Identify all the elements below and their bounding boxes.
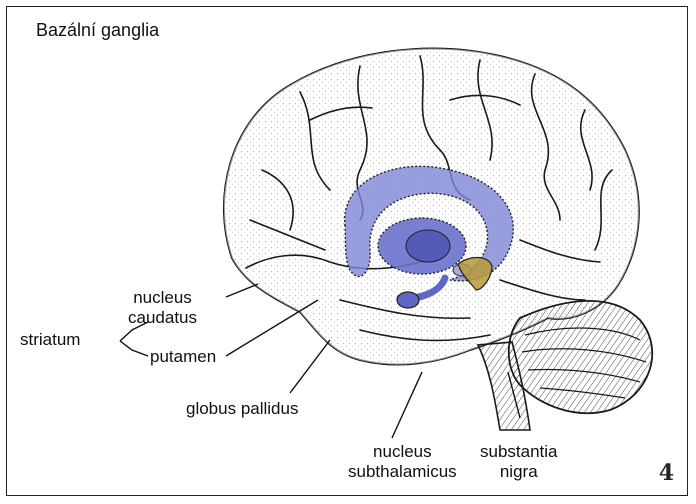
figure-title: Bazální ganglia	[36, 20, 159, 41]
leader-pallidus	[290, 340, 330, 393]
label-nucleus-subthalamicus: nucleus subthalamicus	[348, 442, 457, 482]
nucleus-caudatus-head	[397, 292, 419, 308]
page-number: 4	[659, 460, 674, 486]
globus-pallidus-shape	[406, 230, 450, 262]
label-striatum: striatum	[20, 330, 80, 350]
leader-subthalamicus	[392, 372, 422, 438]
label-globus-pallidus: globus pallidus	[186, 399, 298, 419]
label-nucleus-caudatus: nucleus caudatus	[128, 288, 197, 328]
leader-caudatus	[226, 284, 258, 297]
label-putamen: putamen	[150, 347, 216, 367]
label-substantia-nigra: substantia nigra	[480, 442, 558, 482]
leader-putamen	[226, 300, 318, 356]
